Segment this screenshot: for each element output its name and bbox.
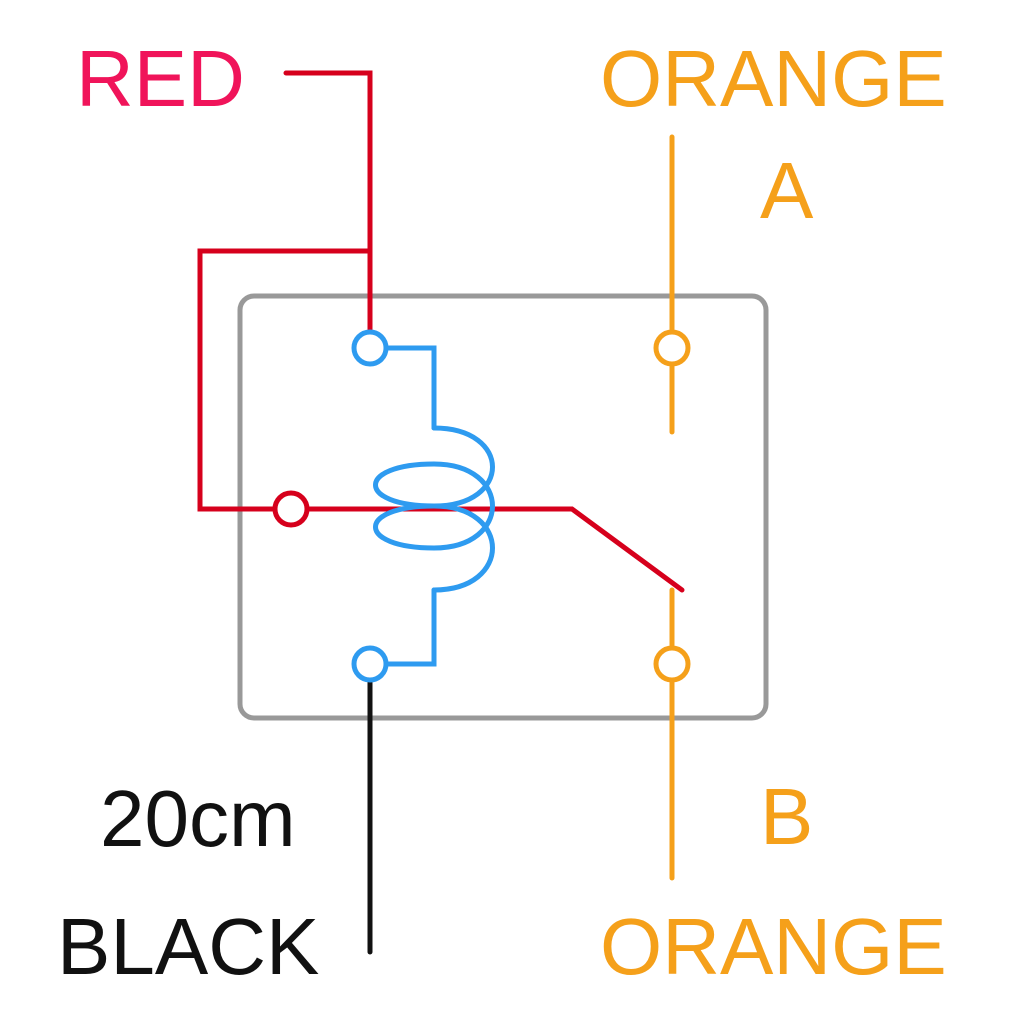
label-b: B [760,772,813,861]
red-branch-wire [197,248,373,512]
label-red: RED [76,34,245,123]
coil-terminal-bottom [351,645,389,683]
label-length: 20cm [100,774,296,863]
label-black: BLACK [57,902,319,991]
coil-terminal-top [351,329,389,367]
label-a: A [760,146,814,235]
coil-windings [373,425,495,593]
label-orange-bottom: ORANGE [600,902,947,991]
contact-terminal-a [653,329,691,367]
red-wire [283,70,373,333]
common-terminal [272,490,310,528]
contact-terminal-b [653,645,691,683]
coil-lead-bottom [383,587,437,667]
coil-lead-top [383,345,437,431]
label-orange-top: ORANGE [600,34,947,123]
